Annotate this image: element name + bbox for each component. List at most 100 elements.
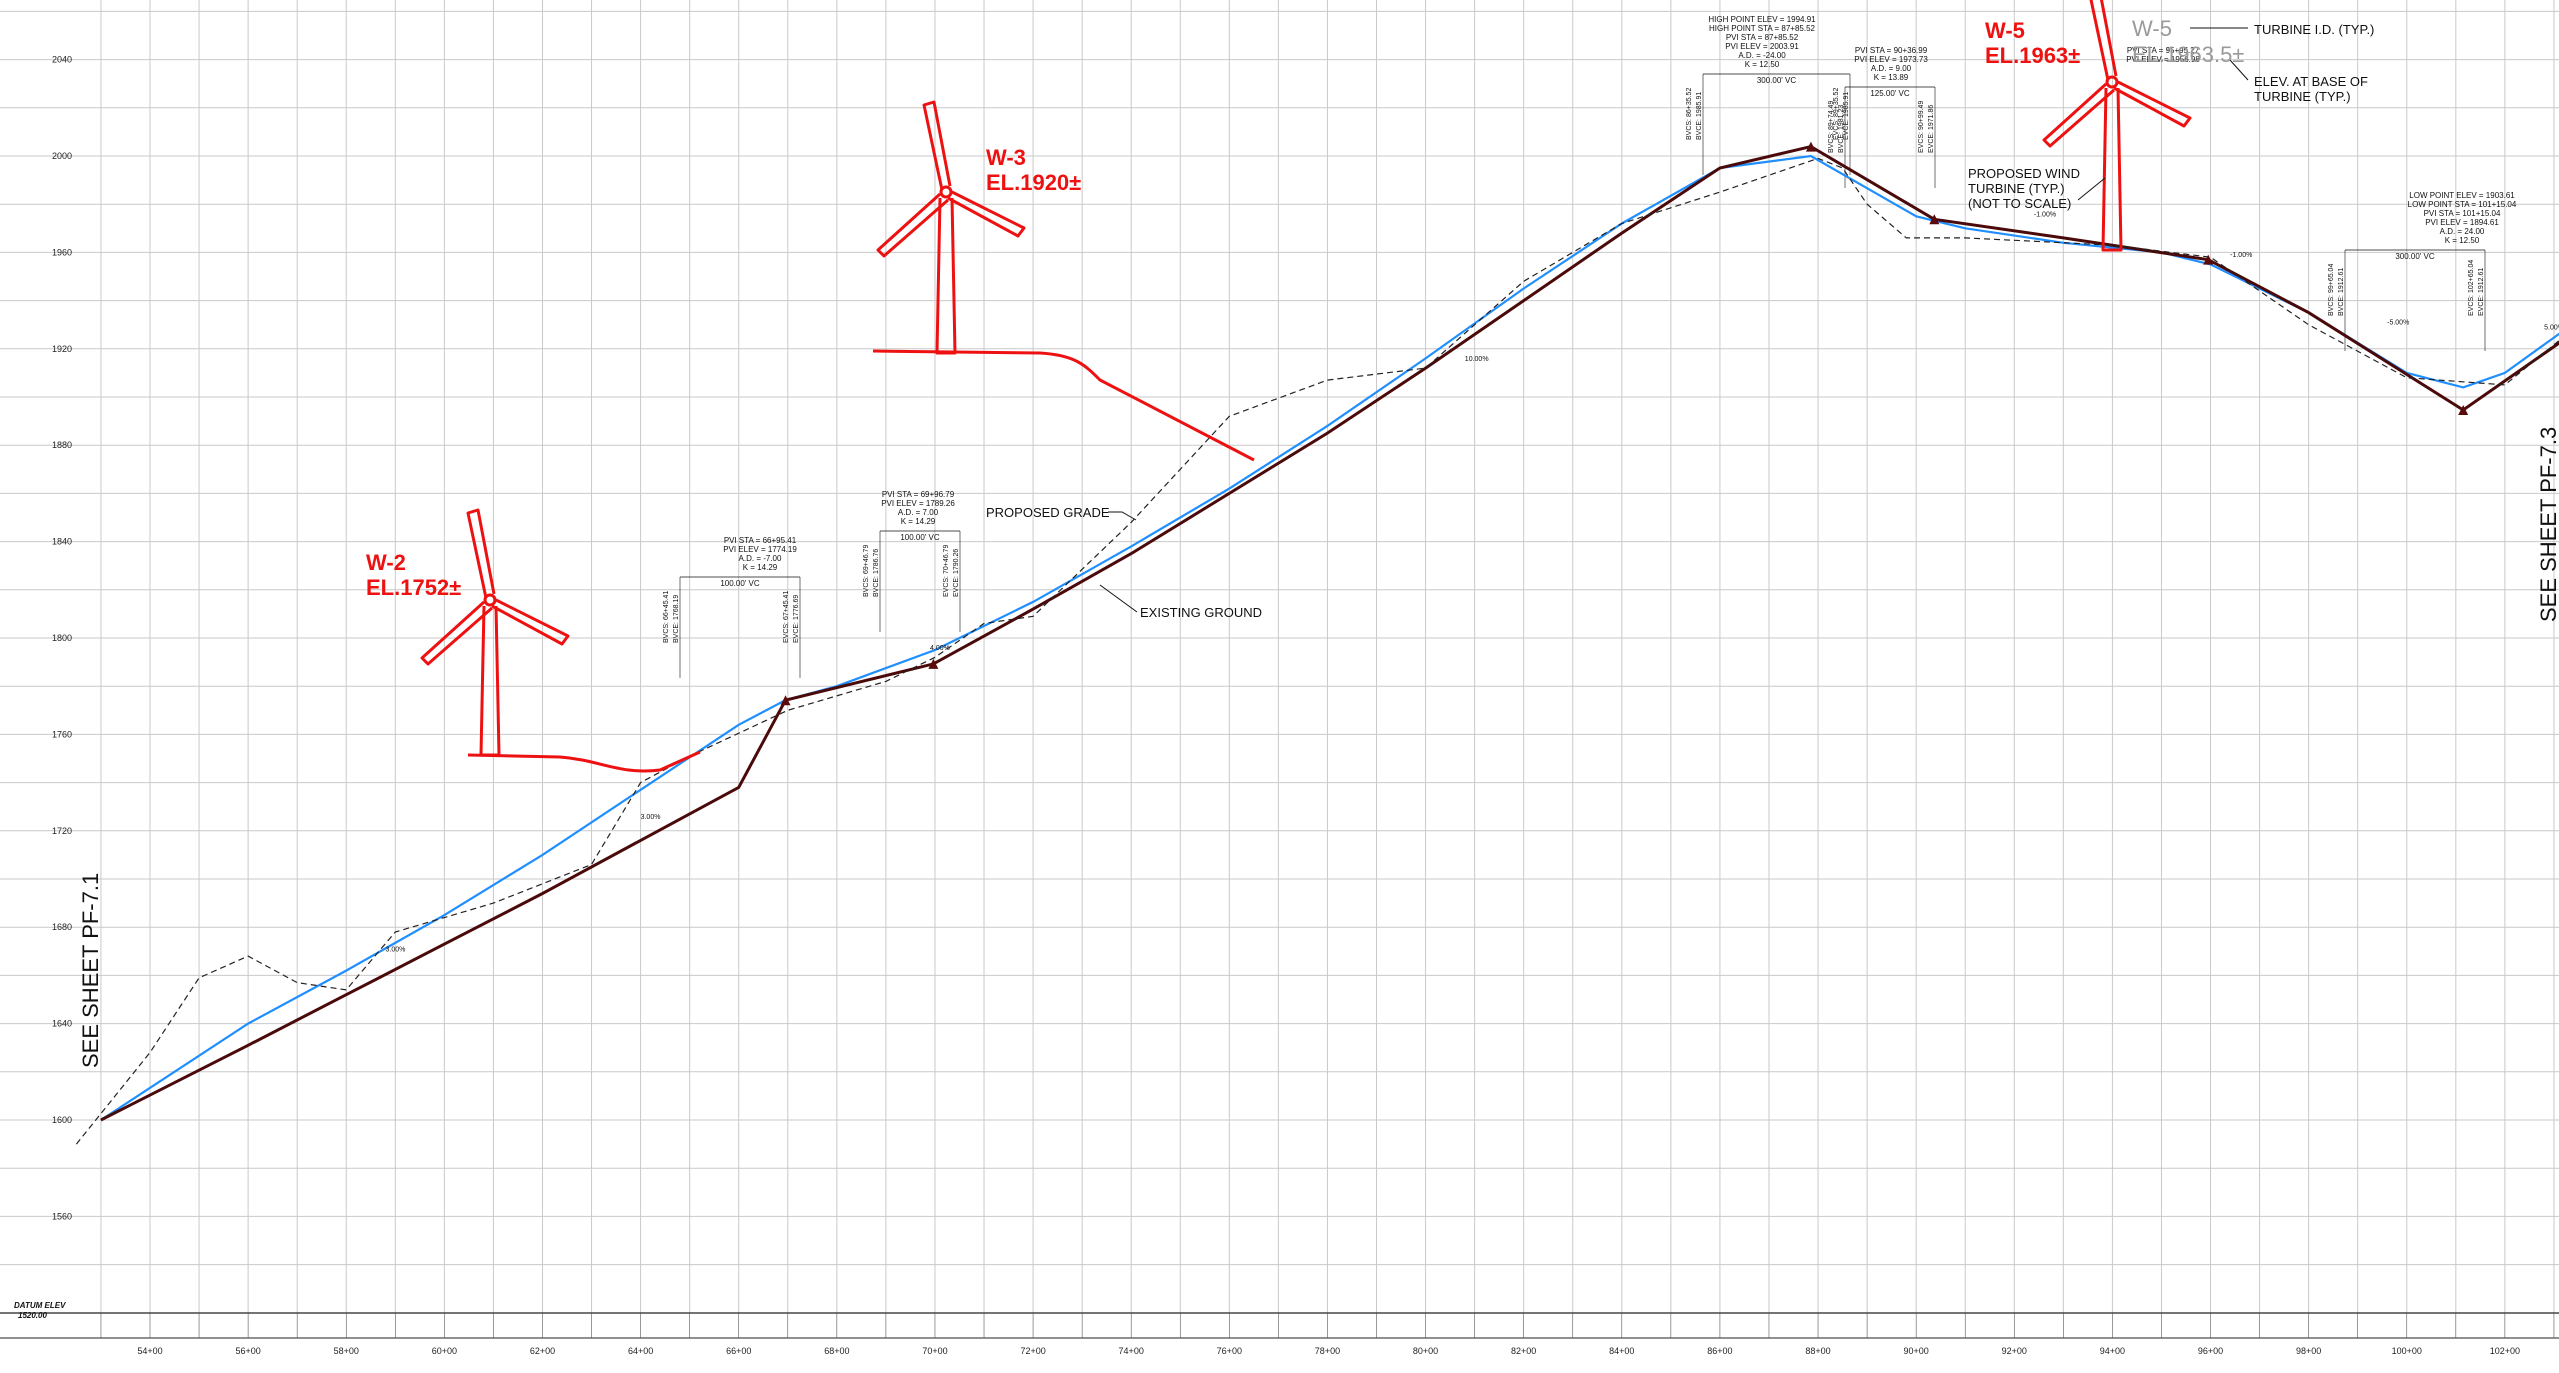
- x-tick-label: 78+00: [1315, 1346, 1340, 1356]
- bvc-label: BVCE: 1981.23: [1838, 105, 1845, 153]
- legend-elev-note-1: ELEV. AT BASE OF: [2254, 74, 2368, 89]
- legend-turbine-id: W-5: [2132, 16, 2172, 41]
- curve-annotation: PVI STA = 87+85.52: [1726, 33, 1799, 42]
- evc-label: EVCS: 67+45.41: [783, 591, 790, 643]
- x-tick-label: 58+00: [334, 1346, 359, 1356]
- curve-annotation: PVI ELEV = 1973.73: [1854, 55, 1928, 64]
- x-tick-label: 64+00: [628, 1346, 653, 1356]
- proposed-turbine-label-3: (NOT TO SCALE): [1968, 196, 2071, 211]
- pvi-marker: [780, 695, 791, 706]
- grade-label: 3.00%: [641, 814, 661, 821]
- x-tick-label: 90+00: [1904, 1346, 1929, 1356]
- vc-length: 300.00' VC: [1757, 76, 1797, 85]
- pvi-marker: [2203, 254, 2214, 265]
- bvc-label: BVCS: 69+46.79: [863, 545, 870, 597]
- y-tick-label: 1840: [52, 537, 72, 547]
- datum-value: 1520.00: [18, 1311, 47, 1320]
- evc-label: EVCE: 1985.91: [1843, 92, 1850, 140]
- y-tick-label: 1800: [52, 633, 72, 643]
- proposed-grade-leader: [1108, 511, 1137, 521]
- vc-length: 125.00' VC: [1870, 89, 1910, 98]
- bvc-label: BVCS: 99+65.04: [2328, 264, 2335, 316]
- turbine-elev-label: EL.1963±: [1985, 43, 2080, 68]
- x-tick-label: 80+00: [1413, 1346, 1438, 1356]
- curve-annotation: K = 13.89: [1874, 73, 1909, 82]
- curve-annotation: PVI STA = 95+95.27: [2127, 46, 2200, 55]
- x-tick-label: 70+00: [922, 1346, 947, 1356]
- w2-pad-leader: [467, 750, 701, 773]
- vc-length: 100.00' VC: [720, 579, 760, 588]
- y-tick-label: 1600: [52, 1115, 72, 1125]
- curve-annotation: LOW POINT ELEV = 1903.61: [2409, 191, 2515, 200]
- x-tick-label: 66+00: [726, 1346, 751, 1356]
- x-tick-label: 84+00: [1609, 1346, 1634, 1356]
- turbine-leader: [2077, 177, 2106, 201]
- evc-label: EVCS: 89+35.52: [1833, 88, 1840, 140]
- x-tick-label: 62+00: [530, 1346, 555, 1356]
- x-tick-label: 88+00: [1805, 1346, 1830, 1356]
- x-tick-label: 94+00: [2100, 1346, 2125, 1356]
- legend-id-note: TURBINE I.D. (TYP.): [2254, 22, 2374, 37]
- curve-annotation: K = 14.29: [743, 563, 778, 572]
- evc-label: EVCE: 1776.69: [793, 595, 800, 643]
- x-tick-label: 76+00: [1217, 1346, 1242, 1356]
- x-tick-label: 68+00: [824, 1346, 849, 1356]
- grade-label: -1.00%: [2034, 211, 2056, 218]
- right-match-label: SEE SHEET PF-7.3: [2536, 427, 2559, 622]
- y-tick-label: 2000: [52, 151, 72, 161]
- x-tick-label: 74+00: [1119, 1346, 1144, 1356]
- legend-turbine-elev: EL.1963.5±: [2132, 42, 2244, 67]
- turbines: W-2EL.1752±W-3EL.1920±W-5EL.1963±: [366, 0, 2249, 773]
- elevation-axis: 1560160016401680172017601800184018801920…: [52, 55, 72, 1222]
- grade-label: 4.00%: [930, 645, 950, 652]
- evc-label: EVCE: 1912.61: [2478, 268, 2485, 316]
- x-tick-label: 102+00: [2490, 1346, 2520, 1356]
- evc-label: EVCS: 90+99.49: [1918, 101, 1925, 153]
- curve-annotation: PVI STA = 69+96.79: [882, 490, 955, 499]
- grade-label: 5.00%: [2544, 325, 2559, 332]
- pvi-marker: [1929, 214, 1940, 225]
- turbine-elev-label: EL.1752±: [366, 575, 461, 600]
- x-tick-label: 72+00: [1020, 1346, 1045, 1356]
- curve-annotation: LOW POINT STA = 101+15.04: [2408, 200, 2517, 209]
- curve-annotation: A.D. = -24.00: [1738, 51, 1786, 60]
- curve-annotation: PVI STA = 90+36.99: [1855, 46, 1928, 55]
- evc-label: EVCS: 70+46.79: [943, 545, 950, 597]
- grade-tangent-line: [100, 145, 2559, 1122]
- grade-label: -1.00%: [2230, 252, 2252, 259]
- existing-ground-line: [75, 157, 2559, 1145]
- bvc-label: BVCS: 89+74.49: [1828, 101, 1835, 153]
- bvc-label: BVCS: 86+35.52: [1686, 88, 1693, 140]
- curve-annotation: A.D. = -7.00: [739, 554, 782, 563]
- x-tick-label: 92+00: [2002, 1346, 2027, 1356]
- datum-label: DATUM ELEV: [14, 1301, 66, 1310]
- y-tick-label: 1920: [52, 344, 72, 354]
- grade-label: -5.00%: [2387, 320, 2409, 327]
- left-match-label: SEE SHEET PF-7.1: [78, 873, 103, 1068]
- y-tick-label: 1680: [52, 922, 72, 932]
- curve-annotation: K = 14.29: [901, 517, 936, 526]
- x-tick-label: 86+00: [1707, 1346, 1732, 1356]
- x-tick-label: 56+00: [235, 1346, 260, 1356]
- curve-annotation: PVI STA = 101+15.04: [2424, 209, 2501, 218]
- curve-annotation: PVI ELEV = 1789.26: [881, 499, 955, 508]
- pvi-marker: [2458, 404, 2469, 415]
- existing-ground-label: EXISTING GROUND: [1140, 605, 1262, 620]
- curve-annotation: PVI ELEV = 1956.98: [2126, 55, 2200, 64]
- proposed-turbine-label-2: TURBINE (TYP.): [1968, 181, 2065, 196]
- curve-annotation: PVI ELEV = 1774.19: [723, 545, 797, 554]
- turbine-id-label: W-5: [1985, 18, 2025, 43]
- curve-annotation: PVI ELEV = 2003.91: [1725, 42, 1799, 51]
- profile-lines: 3.00%3.00%4.00%10.00%-1.00%-1.00%-5.00%5…: [75, 141, 2559, 1145]
- x-tick-label: 96+00: [2198, 1346, 2223, 1356]
- bvc-label: BVCE: 1985.91: [1696, 92, 1703, 140]
- evc-label: EVCE: 1971.86: [1928, 105, 1935, 153]
- curve-annotation: HIGH POINT ELEV = 1994.91: [1708, 15, 1816, 24]
- turbine-id-label: W-3: [986, 145, 1026, 170]
- curve-annotation: PVI ELEV = 1894.61: [2425, 218, 2499, 227]
- x-tick-label: 82+00: [1511, 1346, 1536, 1356]
- bvc-label: BVCE: 1912.61: [2338, 268, 2345, 316]
- x-tick-label: 60+00: [432, 1346, 457, 1356]
